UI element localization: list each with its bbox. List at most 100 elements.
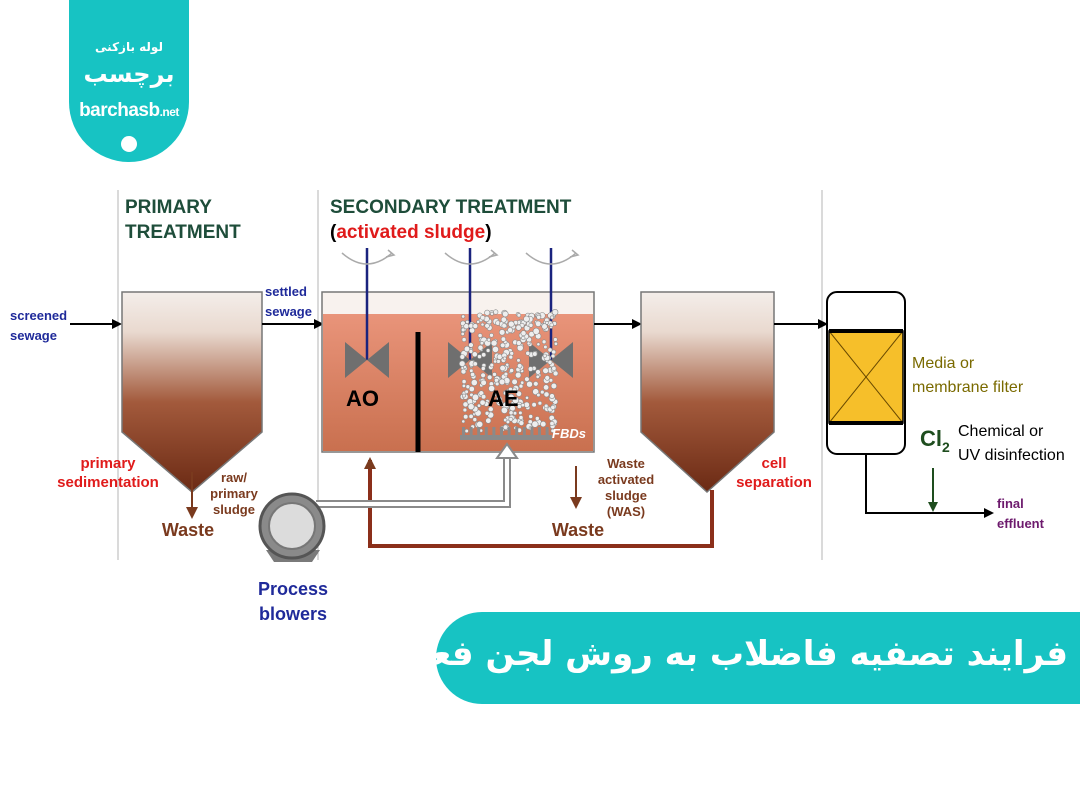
bubble — [518, 420, 525, 426]
diffuser-teeth — [462, 427, 549, 436]
mixer-ao — [341, 248, 396, 378]
cell-label-2: separation — [736, 474, 812, 491]
diffuser-tooth — [530, 427, 534, 436]
bubble — [470, 379, 478, 386]
bubble — [492, 392, 497, 397]
bubble — [543, 344, 548, 350]
bubble — [461, 383, 466, 388]
bubble — [501, 323, 507, 329]
bubble — [468, 349, 474, 354]
bubble — [471, 351, 478, 358]
subheading-open: ( — [330, 222, 337, 243]
settled-label-2: sewage — [265, 304, 312, 319]
bubble — [508, 410, 514, 416]
bubble — [468, 342, 474, 348]
bubble — [500, 336, 507, 342]
bubble — [493, 377, 499, 383]
secondary-waste-label: Waste — [552, 520, 604, 540]
bubble — [464, 428, 469, 434]
chem-label-2: UV disinfection — [958, 447, 1065, 464]
bubble — [503, 371, 509, 377]
chlorine-label: Cl2 — [920, 426, 950, 455]
bubble — [490, 311, 494, 316]
bubble — [528, 322, 534, 328]
bubble — [486, 337, 491, 342]
bubble — [460, 331, 465, 336]
bubble — [542, 367, 549, 374]
air-supply-line-inner — [316, 456, 509, 506]
bubble — [471, 393, 479, 401]
bubble — [540, 389, 545, 395]
bubble — [543, 391, 550, 398]
bubble — [480, 372, 486, 379]
bubble — [509, 351, 515, 356]
subheading-activated-sludge: activated sludge — [336, 222, 485, 243]
bubble — [523, 315, 530, 323]
bubble — [484, 309, 491, 316]
bubble — [490, 339, 498, 347]
bubble — [485, 348, 491, 353]
bubble — [463, 345, 471, 353]
bubble — [461, 379, 467, 384]
bubble — [549, 315, 554, 320]
bubble — [505, 419, 511, 424]
bubble — [518, 383, 524, 389]
bubble — [480, 315, 486, 321]
bubble — [526, 380, 533, 388]
bubble — [535, 320, 542, 327]
diffuser-tooth — [500, 427, 503, 436]
bubble — [551, 365, 557, 371]
diffuser-tooth — [538, 427, 541, 436]
secondary-clarifier — [640, 291, 775, 494]
bubble — [485, 417, 492, 424]
primary-heading-line2: TREATMENT — [125, 222, 241, 243]
bubble — [532, 351, 538, 357]
bubble — [507, 327, 513, 333]
bubble — [468, 413, 474, 419]
ae-label: AE — [488, 386, 519, 411]
bubble — [461, 327, 466, 333]
final-label-2: effluent — [997, 516, 1045, 531]
effluent-line — [865, 454, 994, 518]
bubble — [547, 359, 553, 365]
bubble — [461, 314, 466, 319]
blower-icon — [258, 492, 326, 562]
diffuser-tooth — [484, 427, 488, 436]
logo-suffix: .net — [159, 105, 180, 119]
bubble — [531, 420, 539, 428]
caption-banner: فرایند تصفیه فاضلاب به روش لجن فعال — [390, 612, 1080, 704]
bubble — [488, 385, 495, 392]
bubble — [472, 417, 478, 422]
bubble — [541, 339, 547, 345]
bubble — [516, 358, 521, 363]
logo-tagline: لوله بازکنی — [95, 40, 163, 54]
bubble — [476, 403, 481, 408]
bubble — [540, 421, 547, 428]
logo-dot — [121, 136, 137, 152]
blowers-label-2: blowers — [259, 604, 327, 624]
chlorine-subscript: 2 — [942, 439, 950, 455]
ao-label: AO — [346, 386, 379, 411]
bubble — [502, 424, 509, 430]
secondary-subheading: (activated sludge) — [330, 222, 492, 243]
diffuser-tooth — [492, 427, 496, 436]
bubble — [495, 381, 500, 387]
raw-sludge-label-2: primary — [210, 486, 258, 501]
bubble — [547, 347, 553, 353]
logo-brand: barchasb — [79, 100, 160, 121]
bubble — [541, 323, 548, 330]
bubble — [549, 421, 555, 427]
primary-sed-label-1: primary — [80, 455, 136, 472]
bubble — [459, 354, 465, 360]
chlorine-symbol: Cl — [920, 426, 942, 451]
bubble — [507, 320, 515, 328]
bubble — [500, 406, 508, 414]
bubble — [480, 379, 487, 386]
bubble — [500, 342, 506, 349]
bubble — [515, 390, 522, 397]
bubble — [543, 403, 549, 409]
bubble — [479, 399, 486, 406]
brand-logo: لوله بازکنی برچسب barchasb.net — [69, 0, 189, 162]
bubble — [492, 345, 499, 353]
caption-text: فرایند تصفیه فاضلاب به روش لجن فعال — [389, 634, 1068, 674]
